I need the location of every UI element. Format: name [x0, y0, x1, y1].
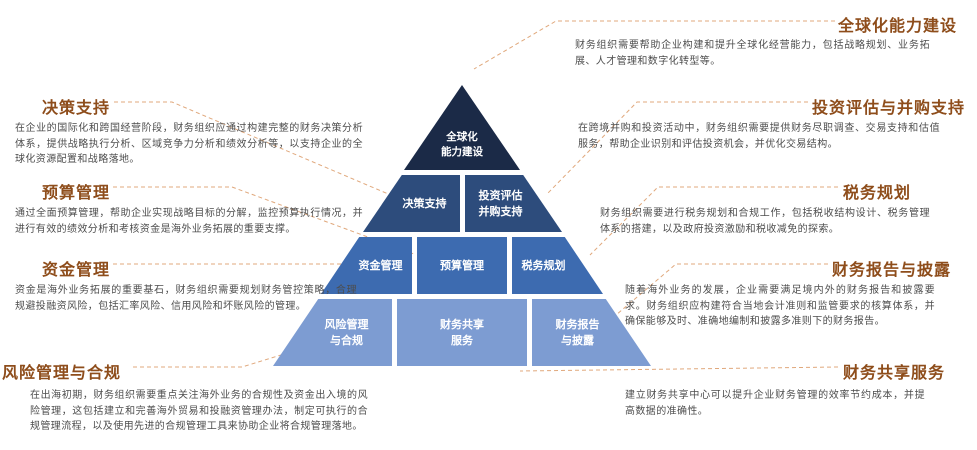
- annotation-body-financial-reporting: 随着海外业务的发展，企业需要满足境内外的财务报告和披露要求。财务组织应构建符合当…: [625, 285, 935, 327]
- annotation-body-risk-compliance: 在出海初期，财务组织需要重点关注海外业务的合规性及资金出入境的风险管理，这包括建…: [30, 390, 368, 432]
- annotation-body-tax-planning: 财务组织需要进行税务规划和合规工作，包括税收结构设计、税务管理体系的搭建，以及政…: [600, 208, 930, 235]
- annotation-title-investment-support: 投资评估与并购支持: [812, 98, 966, 117]
- pyramid-block-decision-support: 决策支持: [363, 175, 460, 232]
- pyramid-block-investment-support-label: 投资评估 并购支持: [478, 188, 523, 218]
- annotation-title-shared-services: 财务共享服务: [843, 363, 946, 382]
- annotation-body-shared-services: 建立财务共享中心可以提升企业财务管理的效率节约成本，并提高数据的准确性。: [625, 390, 925, 417]
- pyramid: 全球化 能力建设 决策支持 投资评估 并购支持 资金管理 预算管理 税务规划 风…: [273, 85, 651, 366]
- pyramid-block-tax: 税务规划: [512, 237, 603, 294]
- annotation-title-decision-support: 决策支持: [42, 98, 111, 117]
- leader-line-risk-compliance: [133, 350, 295, 368]
- pyramid-block-reporting-label: 财务报告 与披露: [555, 317, 600, 347]
- annotation-body-budget-management: 通过全面预算管理，帮助企业实现战略目标的分解，监控预算执行情况，并进行有效的绩效…: [15, 208, 363, 235]
- annotation-body-treasury-management: 资金是海外业务拓展的重要基石，财务组织需要规划财务管控策略，合理规避投融资风险，…: [15, 285, 357, 312]
- annotation-title-risk-compliance: 风险管理与合规: [2, 363, 122, 382]
- pyramid-block-risk-compliance-label: 风险管理 与合规: [324, 317, 369, 347]
- pyramid-block-shared-services: 财务共享 服务: [397, 299, 527, 366]
- annotation-title-tax-planning: 税务规划: [843, 183, 912, 202]
- annotation-title-treasury-management: 资金管理: [42, 260, 111, 279]
- annotation-title-globalization: 全球化能力建设: [838, 16, 958, 35]
- pyramid-block-budget-label: 预算管理: [440, 258, 484, 272]
- pyramid-block-globalization-label: 全球化 能力建设: [441, 130, 483, 158]
- pyramid-block-investment-support: 投资评估 并购支持: [465, 175, 562, 232]
- pyramid-block-budget: 预算管理: [417, 237, 507, 294]
- annotation-body-globalization: 财务组织需要帮助企业构建和提升全球化经营能力，包括战略规划、业务拓展、人才管理和…: [575, 40, 930, 67]
- leader-line-shared-services: [519, 366, 839, 372]
- pyramid-block-decision-support-label: 决策支持: [402, 196, 447, 210]
- pyramid-block-shared-services-label: 财务共享 服务: [440, 317, 484, 347]
- pyramid-block-treasury-label: 资金管理: [358, 258, 403, 272]
- pyramid-block-globalization: 全球化 能力建设: [404, 85, 520, 170]
- annotation-body-decision-support: 在企业的国际化和跨国经营阶段，财务组织应通过构建完整的财务决策分析体系，提供战略…: [15, 123, 363, 165]
- annotation-title-financial-reporting: 财务报告与披露: [832, 260, 952, 279]
- annotation-body-investment-support: 在跨境并购和投资活动中，财务组织需要提供财务尽职调查、交易支持和估值服务，帮助企…: [578, 123, 940, 150]
- pyramid-block-tax-label: 税务规划: [521, 258, 566, 272]
- annotation-title-budget-management: 预算管理: [42, 183, 111, 202]
